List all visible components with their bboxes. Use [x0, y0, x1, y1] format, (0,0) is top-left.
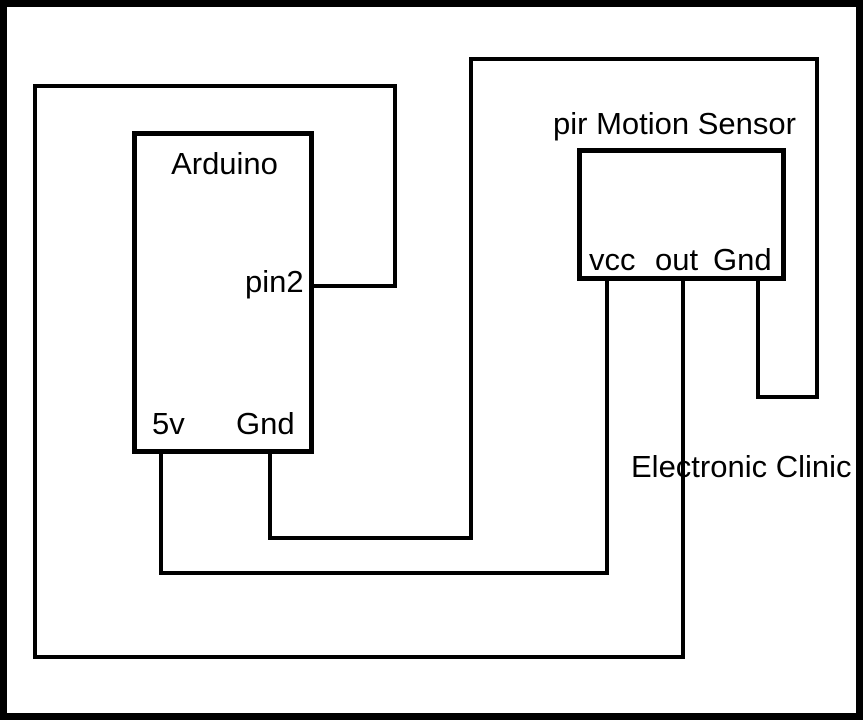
- pir-gnd-label: Gnd: [713, 242, 772, 277]
- arduino-gnd-label: Gnd: [236, 406, 295, 441]
- watermark-text: Electronic Clinic: [631, 449, 852, 484]
- arduino-5v-label: 5v: [152, 406, 185, 441]
- arduino-pin2-label: pin2: [245, 264, 304, 299]
- pir-out-label: out: [655, 242, 699, 277]
- pir-sensor-label: pir Motion Sensor: [553, 106, 796, 141]
- pir-vcc-label: vcc: [589, 242, 636, 277]
- arduino-label: Arduino: [171, 146, 278, 181]
